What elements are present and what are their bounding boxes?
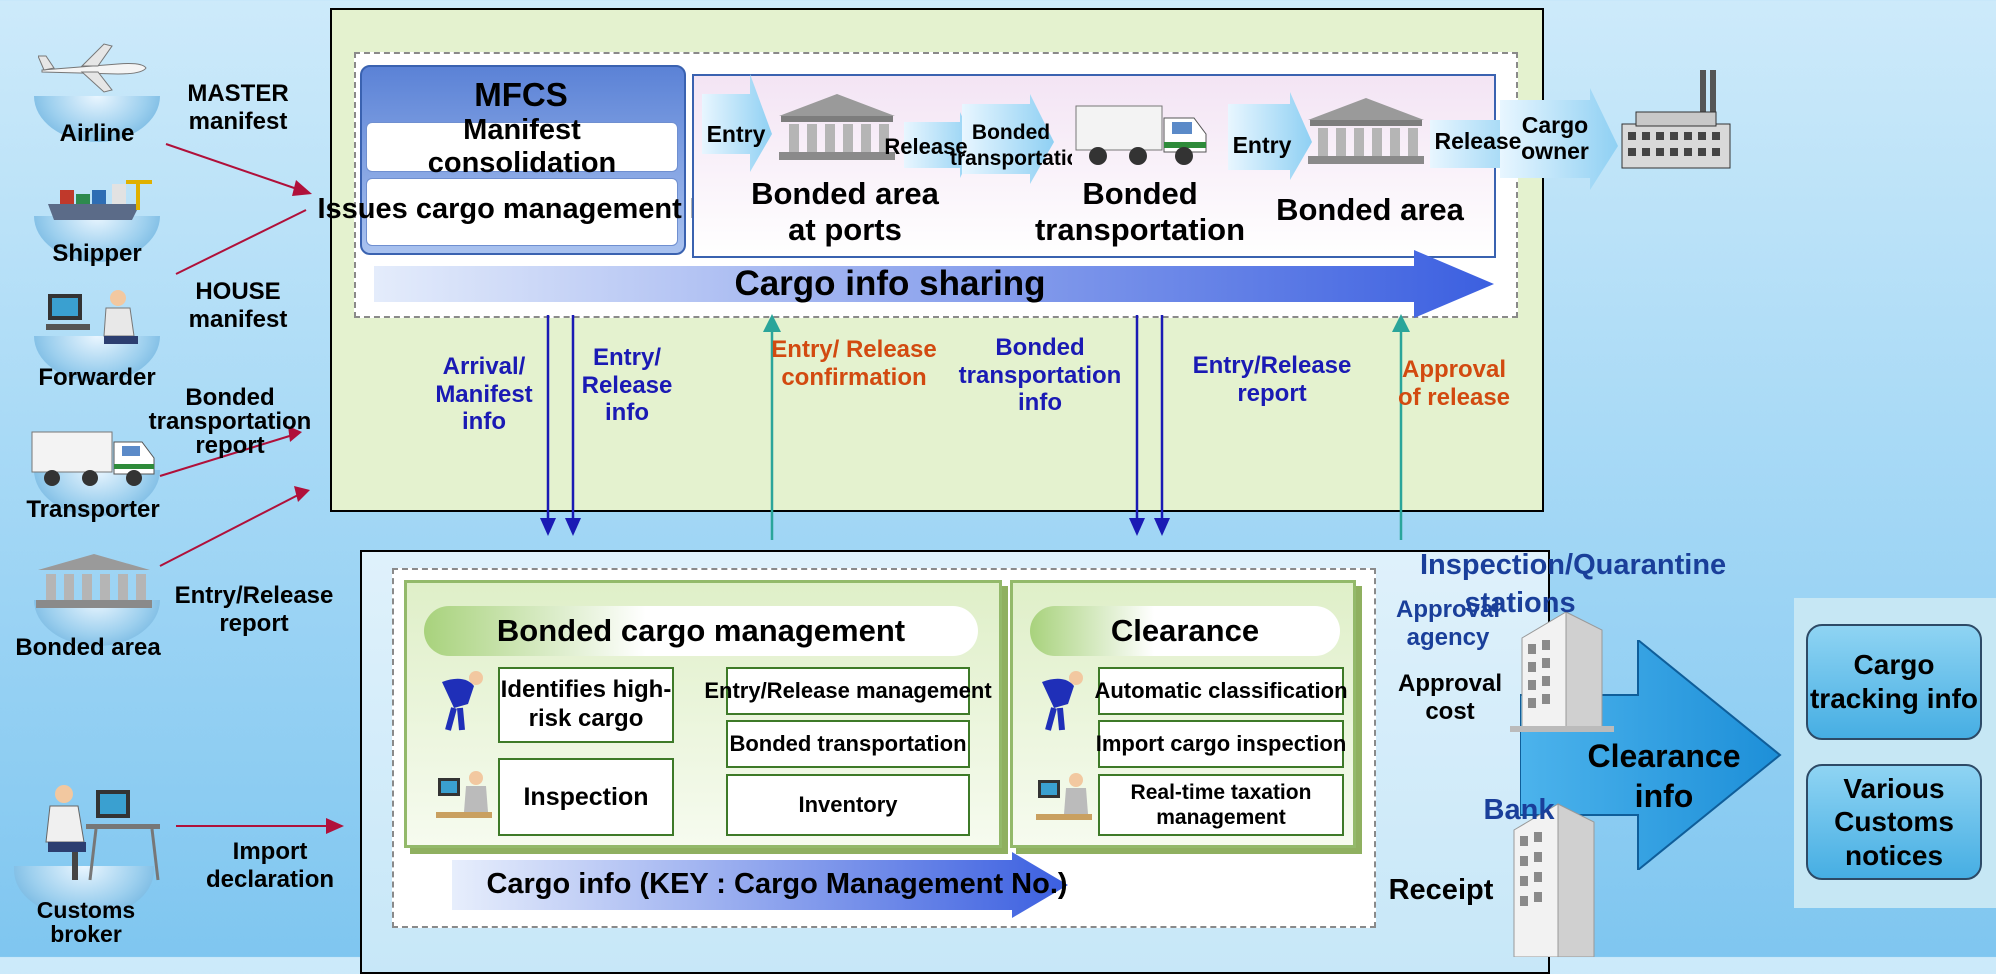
approval-cost-label: Approval cost — [1397, 670, 1502, 725]
taxation-box: Real-time taxation management — [1098, 774, 1344, 836]
flow-entry-label-2: Entry — [1232, 132, 1292, 158]
flow-arrows-layer — [702, 74, 1618, 190]
arrival-manifest-info-label: Arrival/ Manifest info — [435, 353, 533, 436]
cargo-info-key-label: Cargo info (KEY : Cargo Management No.) — [486, 868, 1068, 900]
bonded-cargo-title-pill: Bonded cargo management — [424, 606, 978, 656]
bonded-area-actor-building-icon — [36, 554, 152, 608]
entry-release-info-label: Entry/ Release info — [581, 344, 673, 427]
airplane-icon — [38, 43, 147, 93]
inspection-box: Inspection — [498, 758, 674, 836]
approval-release-label: Approval of release — [1397, 356, 1511, 411]
master-manifest-label: MASTER manifest — [187, 80, 289, 135]
forwarder-computer-icon — [46, 290, 138, 344]
approval-agency-label: Approval agency — [1395, 596, 1500, 651]
cargo-info-key-arrow — [452, 852, 1068, 918]
bonded-transport-report-label: Bonded transportation report — [148, 384, 312, 459]
flow-bonded-transport-label: Bonded transportation — [950, 121, 1072, 170]
bonded-area-actor-label: Bonded area — [15, 634, 161, 661]
entry-release-mgmt-label: Entry/Release management — [704, 678, 992, 703]
flow-release-label-1: Release — [884, 134, 968, 159]
actor-entry-release-report-label: Entry/Release report — [174, 582, 334, 637]
clearance-inspector-desk-icon — [1036, 773, 1092, 820]
shipper-label: Shipper — [52, 240, 142, 267]
entry-arrow-1 — [702, 74, 772, 172]
house-manifest-label: HOUSE manifest — [188, 278, 288, 333]
bonded-cargo-title: Bonded cargo management — [496, 613, 906, 648]
high-risk-label: Identifies high-risk cargo — [500, 676, 672, 732]
import-inspection-label: Import cargo inspection — [1095, 731, 1347, 756]
inventory-box: Inventory — [726, 774, 970, 836]
entry-release-report-label: Entry/Release report — [1192, 352, 1352, 407]
inspector-desk-icon — [436, 771, 492, 818]
cargo-info-sharing-arrow — [374, 250, 1494, 318]
forwarder-label: Forwarder — [38, 364, 156, 391]
clearance-info-label: Clearance info — [1587, 738, 1741, 814]
high-risk-box: Identifies high-risk cargo — [498, 667, 674, 743]
flow-cargo-owner-label: Cargo owner — [1521, 112, 1589, 165]
receipt-label: Receipt — [1388, 874, 1494, 906]
mfcs-title: MFCS — [474, 76, 568, 113]
auto-class-label: Automatic classification — [1094, 678, 1348, 703]
flow-release-label-2: Release — [1434, 128, 1522, 154]
bonded-truck-icon — [1075, 105, 1207, 165]
bonded-transportation-label: Bonded transportation — [1034, 176, 1246, 247]
inspector-bending-icon — [442, 671, 483, 731]
import-declaration-label: Import declaration — [205, 838, 335, 893]
entry-arrow-2 — [1228, 92, 1312, 180]
clearance-title-pill: Clearance — [1030, 606, 1340, 656]
cargo-info-sharing-label: Cargo info sharing — [734, 264, 1046, 303]
customs-broker-icon — [45, 785, 160, 881]
inspection-station-building-icon — [1510, 611, 1614, 732]
bank-label: Bank — [1483, 794, 1555, 826]
clearance-inspector-bending-icon — [1042, 671, 1083, 731]
bonded-port-building-icon — [779, 94, 895, 160]
customs-notices-button[interactable]: Various Customs notices — [1806, 764, 1982, 880]
factory-icon — [1621, 70, 1731, 169]
bonded-transport-info-label: Bonded transportation info — [958, 334, 1122, 417]
transporter-label: Transporter — [26, 496, 160, 523]
auto-class-box: Automatic classification — [1094, 667, 1348, 715]
cargo-owner-arrow — [1500, 88, 1618, 190]
entry-release-confirmation-label: Entry/ Release confirmation — [771, 336, 937, 391]
bonded-area-building-icon — [1308, 98, 1424, 164]
bonded-area-ports-label: Bonded area at ports — [751, 176, 939, 247]
release-arrow-1 — [904, 112, 976, 178]
flow-entry-label-1: Entry — [706, 121, 766, 147]
truck-icon — [31, 431, 155, 486]
bonded-transport-arrow — [962, 94, 1054, 184]
cargo-tracking-button[interactable]: Cargo tracking info — [1806, 624, 1982, 740]
issues-cargo-no-label: Issues cargo management No. — [317, 193, 737, 225]
bank-building-icon — [1513, 803, 1595, 957]
cargo-tracking-label: Cargo tracking info — [1809, 649, 1978, 714]
bonded-transport-mgmt-label: Bonded transportation — [729, 731, 967, 756]
clearance-title: Clearance — [1110, 613, 1260, 648]
taxation-label: Real-time taxation management — [1130, 780, 1312, 829]
customs-broker-label: Customs broker — [36, 897, 136, 948]
airline-label: Airline — [59, 120, 135, 147]
entry-release-mgmt-box: Entry/Release management — [704, 667, 992, 715]
issues-cargo-no-box — [366, 178, 678, 246]
customs-notices-label: Various Customs notices — [1834, 772, 1954, 871]
bonded-transport-box: Bonded transportation — [726, 720, 970, 768]
manifest-consolidation-label: Manifest consolidation — [427, 114, 617, 179]
inspection-label: Inspection — [523, 782, 649, 811]
inventory-label: Inventory — [798, 792, 898, 817]
inspection-stations-label: Inspection/Quarantine stations — [1420, 549, 1727, 620]
import-inspection-box: Import cargo inspection — [1095, 720, 1347, 768]
manifest-consolidation-box: Manifest consolidation — [366, 114, 678, 179]
cargo-ship-icon — [48, 180, 152, 220]
bonded-area-label: Bonded area — [1276, 192, 1464, 227]
